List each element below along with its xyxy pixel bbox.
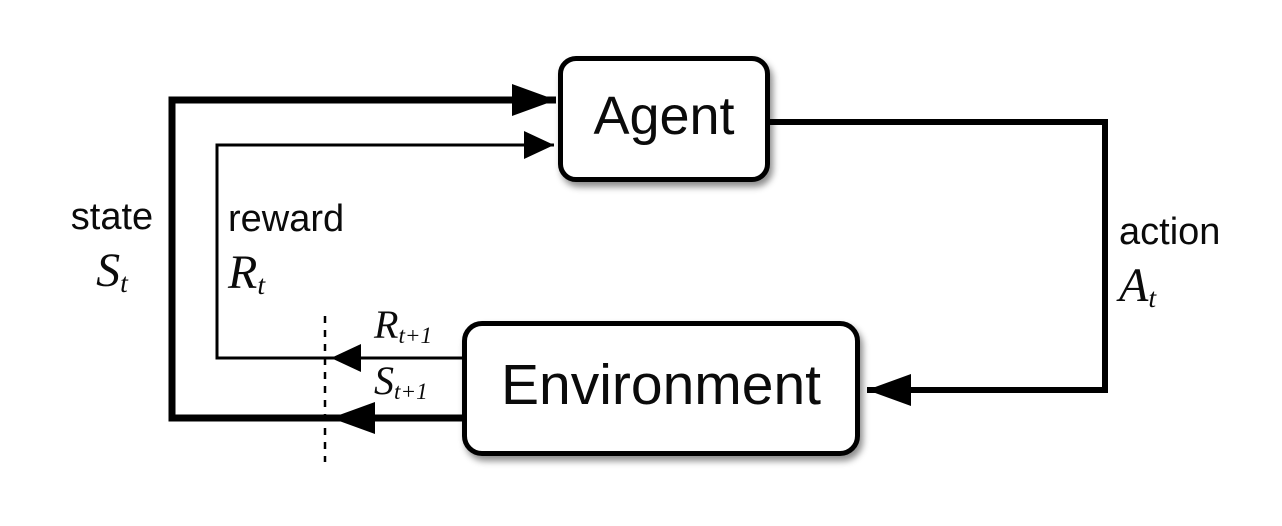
environment-node: Environment xyxy=(462,321,860,456)
reward-loop-arrow xyxy=(215,131,554,360)
next-state-label-group: St+1 xyxy=(374,358,428,406)
next-reward-symbol-subscript: t+1 xyxy=(398,323,433,350)
state-symbol-subscript: t xyxy=(120,267,128,299)
agent-node: Agent xyxy=(558,56,770,182)
state-label-group: state St xyxy=(56,196,168,297)
next-reward-symbol-base: R xyxy=(374,302,399,347)
state-loop-arrow xyxy=(168,84,556,422)
reward-symbol: Rt xyxy=(228,245,344,299)
state-symbol-base: S xyxy=(96,243,121,297)
environment-label: Environment xyxy=(501,353,821,417)
action-label: action xyxy=(1119,211,1221,253)
next-state-symbol: St+1 xyxy=(374,358,428,406)
reward-symbol-base: R xyxy=(228,245,258,299)
state-label: state xyxy=(70,196,154,238)
next-reward-symbol: Rt+1 xyxy=(374,302,433,350)
reward-symbol-subscript: t xyxy=(257,269,266,301)
agent-label: Agent xyxy=(593,86,735,146)
action-arrow xyxy=(768,119,1108,406)
action-symbol-subscript: t xyxy=(1148,282,1157,314)
next-state-symbol-base: S xyxy=(374,358,394,403)
next-state-symbol-subscript: t+1 xyxy=(394,379,428,406)
action-symbol-base: A xyxy=(1119,258,1149,312)
action-label-group: action At xyxy=(1119,211,1221,312)
next-reward-label-group: Rt+1 xyxy=(374,302,433,350)
state-symbol: St xyxy=(56,243,168,297)
action-symbol: At xyxy=(1119,258,1220,312)
reward-label-group: reward Rt xyxy=(228,198,345,299)
reward-label: reward xyxy=(228,198,345,240)
